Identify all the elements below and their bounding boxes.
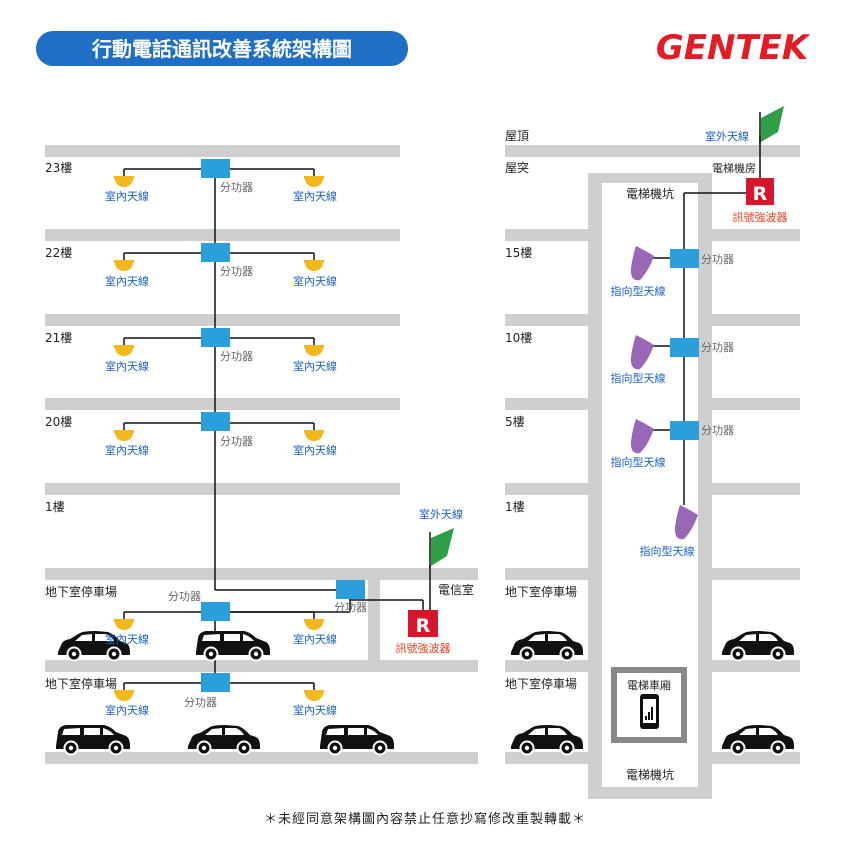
indoor-antenna-label: 室內天線 <box>105 274 149 288</box>
floor-label-21: 21樓 <box>45 330 72 345</box>
left-repeater-letter: R <box>416 615 431 637</box>
left-indoor-antenna-labels: 室內天線 室內天線 室內天線 室內天線 室內天線 室內天線 室內天線 室內天線 … <box>105 189 337 717</box>
right-splitters <box>670 249 699 440</box>
splitter-label: 分功器 <box>220 181 253 194</box>
left-outdoor-antenna <box>429 528 454 568</box>
right-repeater-letter: R <box>753 183 768 205</box>
left-repeater <box>408 610 438 637</box>
indoor-antenna-label: 室內天線 <box>105 189 149 203</box>
indoor-antenna-label: 室內天線 <box>293 703 337 717</box>
left-building-slabs <box>45 145 478 764</box>
splitter-label: 分功器 <box>701 253 734 266</box>
floor-label-b1: 地下室停車場 <box>45 584 117 599</box>
right-floor-labels: 屋頂 屋突 15樓 10樓 5樓 1樓 地下室停車場 地下室停車場 <box>505 129 577 691</box>
page-title: 行動電話通訊改善系統架構圖 <box>91 37 352 61</box>
splitter-label: 分功器 <box>220 265 253 278</box>
shaft-top-label: 電梯機坑 <box>626 186 674 201</box>
splitter-label: 分功器 <box>334 601 367 614</box>
directional-antenna-labels: 指向型天線 指向型天線 指向型天線 指向型天線 <box>611 284 695 558</box>
title-banner <box>36 31 408 66</box>
splitter-label: 分功器 <box>168 590 201 603</box>
splitter-label: 分功器 <box>184 696 217 709</box>
floor-label-22: 22樓 <box>45 245 72 260</box>
floor-label-b1-right: 地下室停車場 <box>505 584 577 599</box>
floor-label-15: 15樓 <box>505 245 532 260</box>
left-repeater-label: 訊號強波器 <box>396 641 451 655</box>
indoor-antenna-label: 室內天線 <box>105 632 149 646</box>
shaft-bottom-label: 電梯機坑 <box>626 767 674 782</box>
floor-label-23: 23樓 <box>45 160 72 175</box>
outdoor-antenna-label: 室外天線 <box>419 507 463 521</box>
floor-label-10: 10樓 <box>505 330 532 345</box>
indoor-antenna-label: 室內天線 <box>293 443 337 457</box>
indoor-antenna-label: 室內天線 <box>105 703 149 717</box>
left-splitter-labels: 分功器 分功器 分功器 分功器 分功器 分功器 分功器 <box>168 181 367 709</box>
left-floor-labels: 23樓 22樓 21樓 20樓 1樓 地下室停車場 地下室停車場 <box>45 160 117 691</box>
floor-label-b2-right: 地下室停車場 <box>505 676 577 691</box>
indoor-antenna-label: 室內天線 <box>293 632 337 646</box>
floor-label-1-right: 1樓 <box>505 499 525 514</box>
floor-label-1: 1樓 <box>45 499 65 514</box>
left-splitters <box>201 159 365 692</box>
directional-antenna-label: 指向型天線 <box>640 544 695 558</box>
right-outdoor-antenna-label: 室外天線 <box>705 129 749 143</box>
brand-logo: GENTEK <box>656 28 811 68</box>
right-building-structure <box>505 145 800 799</box>
roof-structure-label: 屋突 <box>505 160 529 175</box>
floor-label-5: 5樓 <box>505 414 525 429</box>
indoor-antenna-label: 室內天線 <box>293 189 337 203</box>
phone-icon <box>640 694 659 729</box>
directional-antenna-label: 指向型天線 <box>611 455 666 469</box>
copyright-notice: ＊未經同意架構圖內容禁止任意抄寫修改重製轉載＊ <box>264 811 586 827</box>
directional-antenna-label: 指向型天線 <box>611 371 666 385</box>
right-splitter-labels: 分功器 分功器 分功器 <box>701 253 734 437</box>
roof-label: 屋頂 <box>505 129 529 143</box>
splitter-label: 分功器 <box>701 424 734 437</box>
right-repeater <box>746 178 774 205</box>
indoor-antenna-label: 室內天線 <box>293 274 337 288</box>
machine-room-label: 電梯機房 <box>712 161 756 175</box>
directional-antenna-label: 指向型天線 <box>611 284 666 298</box>
right-outdoor-antenna <box>759 106 784 145</box>
indoor-antenna-label: 室內天線 <box>105 443 149 457</box>
indoor-antenna-label: 室內天線 <box>105 359 149 373</box>
telecom-room-label: 電信室 <box>438 582 474 597</box>
left-cables <box>123 168 431 690</box>
floor-label-b2: 地下室停車場 <box>45 676 117 691</box>
elevator-car-label: 電梯車廂 <box>627 678 671 692</box>
indoor-antenna-label: 室內天線 <box>293 359 337 373</box>
right-repeater-label: 訊號強波器 <box>733 210 788 224</box>
splitter-label: 分功器 <box>701 341 734 354</box>
floor-label-20: 20樓 <box>45 414 72 429</box>
splitter-label: 分功器 <box>220 350 253 363</box>
splitter-label: 分功器 <box>220 435 253 448</box>
